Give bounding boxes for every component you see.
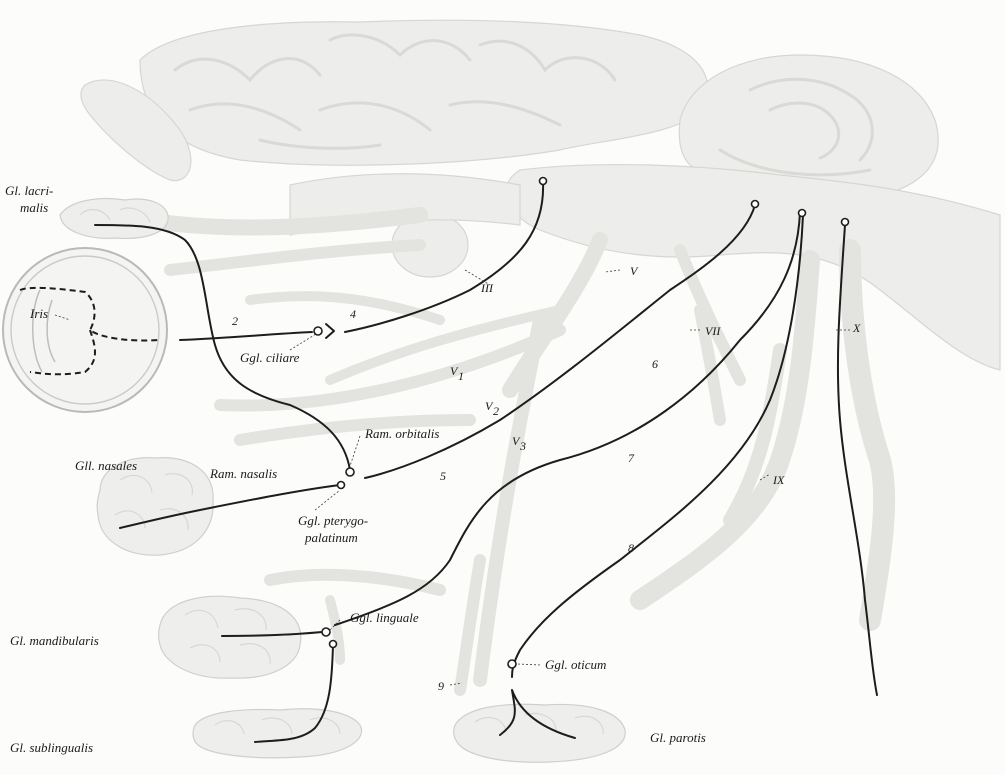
label-cn-v1-sub: 1 [458, 369, 464, 383]
label-num-7: 7 [628, 451, 635, 465]
label-cn-x: X [852, 321, 861, 335]
label-num-8: 8 [628, 541, 634, 555]
label-ggl-oticum: Ggl. oticum [545, 657, 606, 672]
pterygopalatine-ganglion-2 [338, 482, 345, 489]
sublingual-gland [193, 709, 362, 758]
mandibular-gland [159, 596, 301, 678]
label-gll-nasales: Gll. nasales [75, 458, 137, 473]
salivatory-nucleus-superior [752, 201, 759, 208]
label-num-5: 5 [440, 469, 446, 483]
label-gl-parotis: Gl. parotis [650, 730, 706, 745]
ciliary-ganglion-cap [326, 324, 334, 338]
label-cn-v3-sub: 3 [519, 439, 526, 453]
label-num-2: 2 [232, 314, 238, 328]
label-ggl-pterygopalatinum-2: palatinum [304, 530, 358, 545]
label-ram-nasalis: Ram. nasalis [209, 466, 277, 481]
lingual-ganglion [322, 628, 330, 636]
label-iris: Iris [29, 306, 48, 321]
otic-ganglion [508, 660, 516, 668]
label-cn-v: V [630, 264, 639, 278]
ciliary-ganglion [314, 327, 322, 335]
label-num-6: 6 [652, 357, 658, 371]
label-cn-vii: VII [705, 324, 721, 338]
short-ciliary-nerve-2 [180, 332, 312, 340]
brainstem [290, 165, 1000, 370]
parotid-gland [454, 704, 626, 762]
lacrimal-gland [60, 199, 168, 239]
eyeball [3, 248, 167, 412]
lingual-ganglion-2 [330, 641, 337, 648]
pterygopalatine-ganglion [346, 468, 354, 476]
label-ram-orbitalis: Ram. orbitalis [364, 426, 439, 441]
cerebrum [140, 20, 708, 165]
label-ggl-pterygopalatinum: Ggl. pterygo- [298, 513, 368, 528]
vagus-dorsal-nucleus [842, 219, 849, 226]
label-cn-v2-sub: 2 [493, 404, 499, 418]
edinger-westphal-nucleus [540, 178, 547, 185]
label-ggl-ciliare: Ggl. ciliare [240, 350, 300, 365]
label-num-4: 4 [350, 307, 356, 321]
label-gl-lacrimalis: Gl. lacri- [5, 183, 53, 198]
label-gl-lacrimalis-2: malis [20, 200, 48, 215]
label-gl-sublingualis: Gl. sublingualis [10, 740, 93, 755]
label-cn-iii: III [480, 281, 494, 295]
label-gl-mandibularis: Gl. mandibularis [10, 633, 99, 648]
label-num-9: 9 [438, 679, 444, 693]
label-ggl-linguale: Ggl. linguale [350, 610, 419, 625]
salivatory-nucleus-inferior [799, 210, 806, 217]
label-cn-ix: IX [772, 473, 785, 487]
